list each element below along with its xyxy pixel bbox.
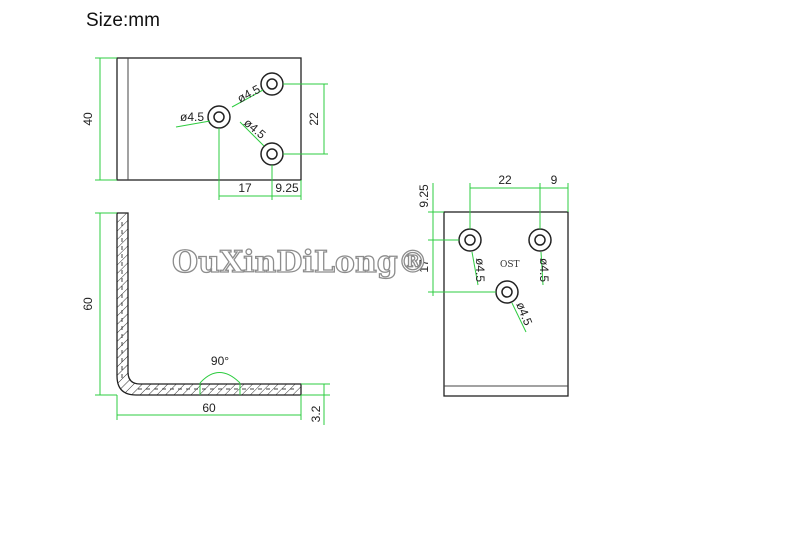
front-view-stamp: OST [500, 260, 520, 270]
top-view-offset-b-label: 9.25 [275, 181, 299, 195]
top-view-hole-bottom-label: ø4.5 [241, 116, 269, 142]
side-view-height-dimension: 60 [81, 212, 117, 396]
watermark: OuXinDiLong® [172, 245, 428, 280]
front-view-hole-right [528, 228, 552, 252]
side-view-thickness-dimension: 3.2 [301, 383, 330, 425]
side-view-profile [116, 212, 302, 396]
side-view-angle-label: 90° [211, 354, 229, 368]
front-view-hole-right-label: ø4.5 [537, 258, 551, 282]
top-view-offset-dimension: 17 9.25 [218, 128, 302, 200]
top-view-hole-spacing-label: 22 [307, 112, 321, 126]
front-view-edge-top-label: 9.25 [417, 184, 431, 208]
front-view-edge-right-label: 9 [551, 173, 558, 187]
top-view-height-label: 40 [81, 112, 95, 126]
front-view-hole-bottom [495, 280, 519, 304]
top-view-hole-top-label: ø4.5 [235, 82, 263, 106]
top-view-hole-spacing-dimension: 22 [283, 83, 328, 155]
front-view-hole-spacing-label: 22 [498, 173, 512, 187]
top-view: 40 22 17 9.25 ø4.5 ø4.5 ø4.5 [81, 57, 328, 200]
top-view-hole-left-label: ø4.5 [180, 110, 204, 124]
front-view-left-dimension: 9.25 17 [417, 183, 496, 296]
front-view-top-dimension: 22 9 [469, 173, 569, 229]
front-view-vertical-spacing-label: 17 [417, 259, 431, 273]
front-view-hole-left [458, 228, 482, 252]
side-view-width-dimension: 60 [116, 395, 302, 420]
side-view-width-label: 60 [202, 401, 216, 415]
front-view-hole-bottom-label: ø4.5 [513, 300, 535, 328]
side-view-thickness-label: 3.2 [309, 405, 323, 422]
side-view: 60 60 3.2 90° [81, 212, 330, 425]
side-view-height-label: 60 [81, 297, 95, 311]
front-view-hole-left-label: ø4.5 [473, 258, 487, 282]
top-view-hole-top [260, 72, 284, 96]
page-title: Size:mm [86, 10, 160, 31]
side-view-angle-dimension: 90° [199, 354, 241, 395]
top-view-height-dimension: 40 [81, 57, 117, 181]
front-view: OST 22 9 9.25 17 ø4.5 ø4.5 ø4.5 [417, 173, 569, 397]
front-view-outline [443, 211, 569, 397]
top-view-hole-bottom [260, 142, 284, 166]
top-view-hole-left [207, 105, 231, 129]
top-view-offset-a-label: 17 [238, 181, 252, 195]
top-view-outline [116, 57, 302, 181]
